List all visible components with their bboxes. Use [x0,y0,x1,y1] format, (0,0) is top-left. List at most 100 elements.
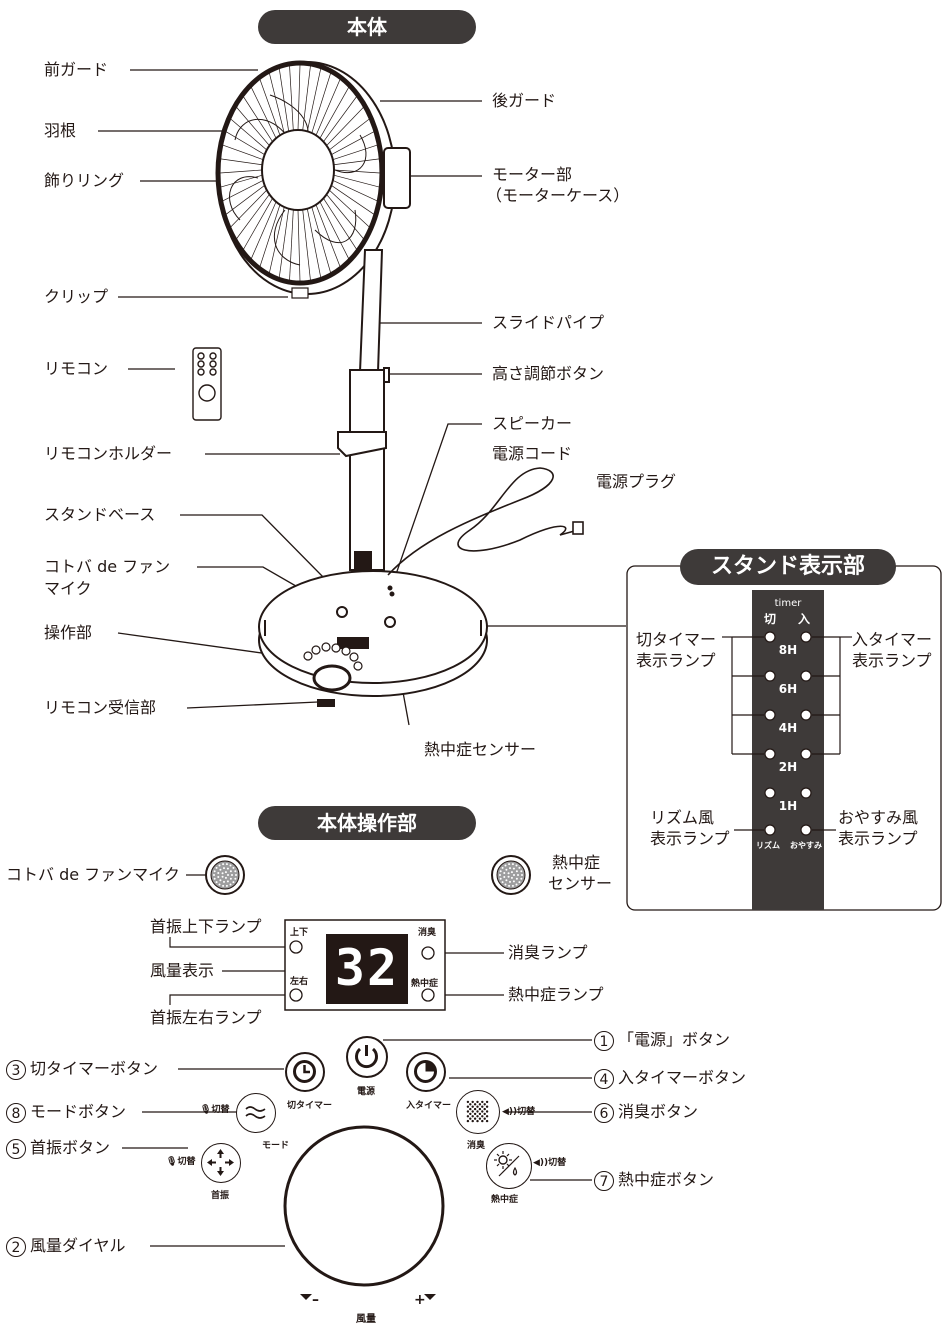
label-rhythm-2: 表示ランプ [650,829,730,848]
swing-arrows-icon [207,1149,234,1176]
label-sensor-2: センサー [548,874,613,893]
fan-stand [258,249,488,707]
swing-button[interactable] [201,1143,241,1183]
timer-pie-icon [414,1060,437,1083]
label-deodor-lamp: 消臭ランプ [508,943,588,962]
heat-sound-switch: ◀))切替 [533,1158,567,1168]
dial-minus: – [312,1292,319,1308]
mode-button[interactable] [236,1093,276,1133]
callout-num: 4 [594,1068,614,1089]
callout-num: 2 [6,1236,26,1257]
stand-sleep-short: おやすみ [790,841,822,850]
label-on-lamp-1: 入タイマー [852,630,933,649]
callout-text: 熱中症ボタン [618,1170,715,1189]
label-swing-lr-lamp: 首振左右ランプ [150,1008,262,1027]
label-motor-2: （モーターケース） [486,186,630,205]
cap-mode: モード [262,1141,290,1151]
callout-text: 消臭ボタン [618,1102,699,1121]
heat-button[interactable] [486,1143,532,1189]
cap-on-timer: 入タイマー [406,1101,452,1111]
callout-text: 風量ダイヤル [30,1236,126,1255]
stand-hour-8: 8H [778,643,798,657]
callout-power: 1「電源」ボタン [594,1030,730,1051]
power-icon [355,1045,378,1069]
label-speaker: スピーカー [492,414,573,433]
fan-head [215,60,411,299]
label-off-lamp-1: 切タイマー [636,630,717,649]
title-operation: 本体操作部 [258,806,476,840]
callout-text: 「電源」ボタン [618,1030,731,1049]
stand-rhythm-short: リズム [756,841,780,850]
label-motor-1: モーター部 [492,165,573,184]
label-remote-receiver: リモコン受信部 [44,698,157,717]
cap-off-timer: 切タイマー [287,1101,333,1111]
remote-control [192,347,222,421]
panel-lr: 左右 [290,977,309,987]
wind-display-value: 32 [334,939,400,997]
callout-text: 入タイマーボタン [618,1068,747,1087]
callout-num: 5 [6,1138,26,1159]
stand-timer-label: timer [774,598,802,609]
label-sleep-2: 表示ランプ [838,829,918,848]
label-height-button: 高さ調節ボタン [492,364,605,383]
label-rhythm-1: リズム風 [650,808,715,827]
swing-mic-switch: 🎙切替 [166,1154,195,1167]
panel-ud: 上下 [290,928,309,938]
power-button[interactable] [346,1036,388,1078]
callout-num: 1 [594,1030,614,1051]
swing-switch-text: 切替 [177,1157,196,1167]
label-control-panel: 操作部 [44,623,93,642]
mode-mic-switch: 🎙切替 [200,1102,229,1115]
deodor-button[interactable] [456,1090,500,1134]
deodor-sound-switch: ◀))切替 [502,1107,536,1117]
label-clip: クリップ [44,287,109,306]
cap-swing: 首振 [211,1191,230,1201]
label-on-lamp-2: 表示ランプ [852,651,932,670]
stand-hour-4: 4H [778,721,798,735]
stand-hour-1: 1H [778,799,798,813]
mic-and-sensor-icons [186,855,531,895]
callout-text: モードボタン [30,1102,127,1121]
diamond-dots-icon [466,1100,489,1123]
stand-off-label: 切 [764,612,777,626]
mic-icon: 🎙 [200,1105,212,1115]
stand-display-box [626,565,942,911]
label-heat-lamp: 熱中症ランプ [508,985,604,1004]
label-slide-pipe: スライドパイプ [492,313,605,332]
panel-heat: 熱中症 [411,979,439,989]
label-sensor-1: 熱中症 [552,853,601,872]
label-rear-guard: 後ガード [492,91,557,110]
callout-num: 8 [6,1102,26,1123]
label-blades: 羽根 [44,121,77,140]
wave-icon [245,1106,266,1119]
wind-dial[interactable] [285,1127,443,1285]
label-sleep-1: おやすみ風 [838,808,919,827]
label-heat-sensor: 熱中症センサー [424,740,537,759]
label-remote-holder: リモコンホルダー [44,444,173,463]
label-remote: リモコン [44,359,109,378]
title-stand-display: スタンド表示部 [680,549,896,585]
label-stand-base: スタンドベース [44,505,156,524]
callout-num: 6 [594,1102,614,1123]
stand-hour-2: 2H [778,760,798,774]
label-swing-ud-lamp: 首振上下ランプ [150,917,262,936]
cap-wind: 風量 [356,1314,376,1325]
mic-icon: 🎙 [166,1157,178,1167]
label-power-plug: 電源プラグ [596,472,677,491]
label-mic: コトバ de ファンマイク [6,865,180,884]
cap-power: 電源 [357,1087,376,1097]
off-timer-button[interactable] [285,1052,325,1092]
label-power-cord: 電源コード [492,444,573,463]
callout-text: 首振ボタン [30,1138,111,1157]
on-timer-button[interactable] [406,1052,446,1092]
label-decor-ring: 飾りリング [44,171,125,190]
cap-heat: 熱中症 [491,1195,519,1205]
panel-deodor: 消臭 [418,928,437,938]
callout-text: 切タイマーボタン [30,1059,159,1078]
